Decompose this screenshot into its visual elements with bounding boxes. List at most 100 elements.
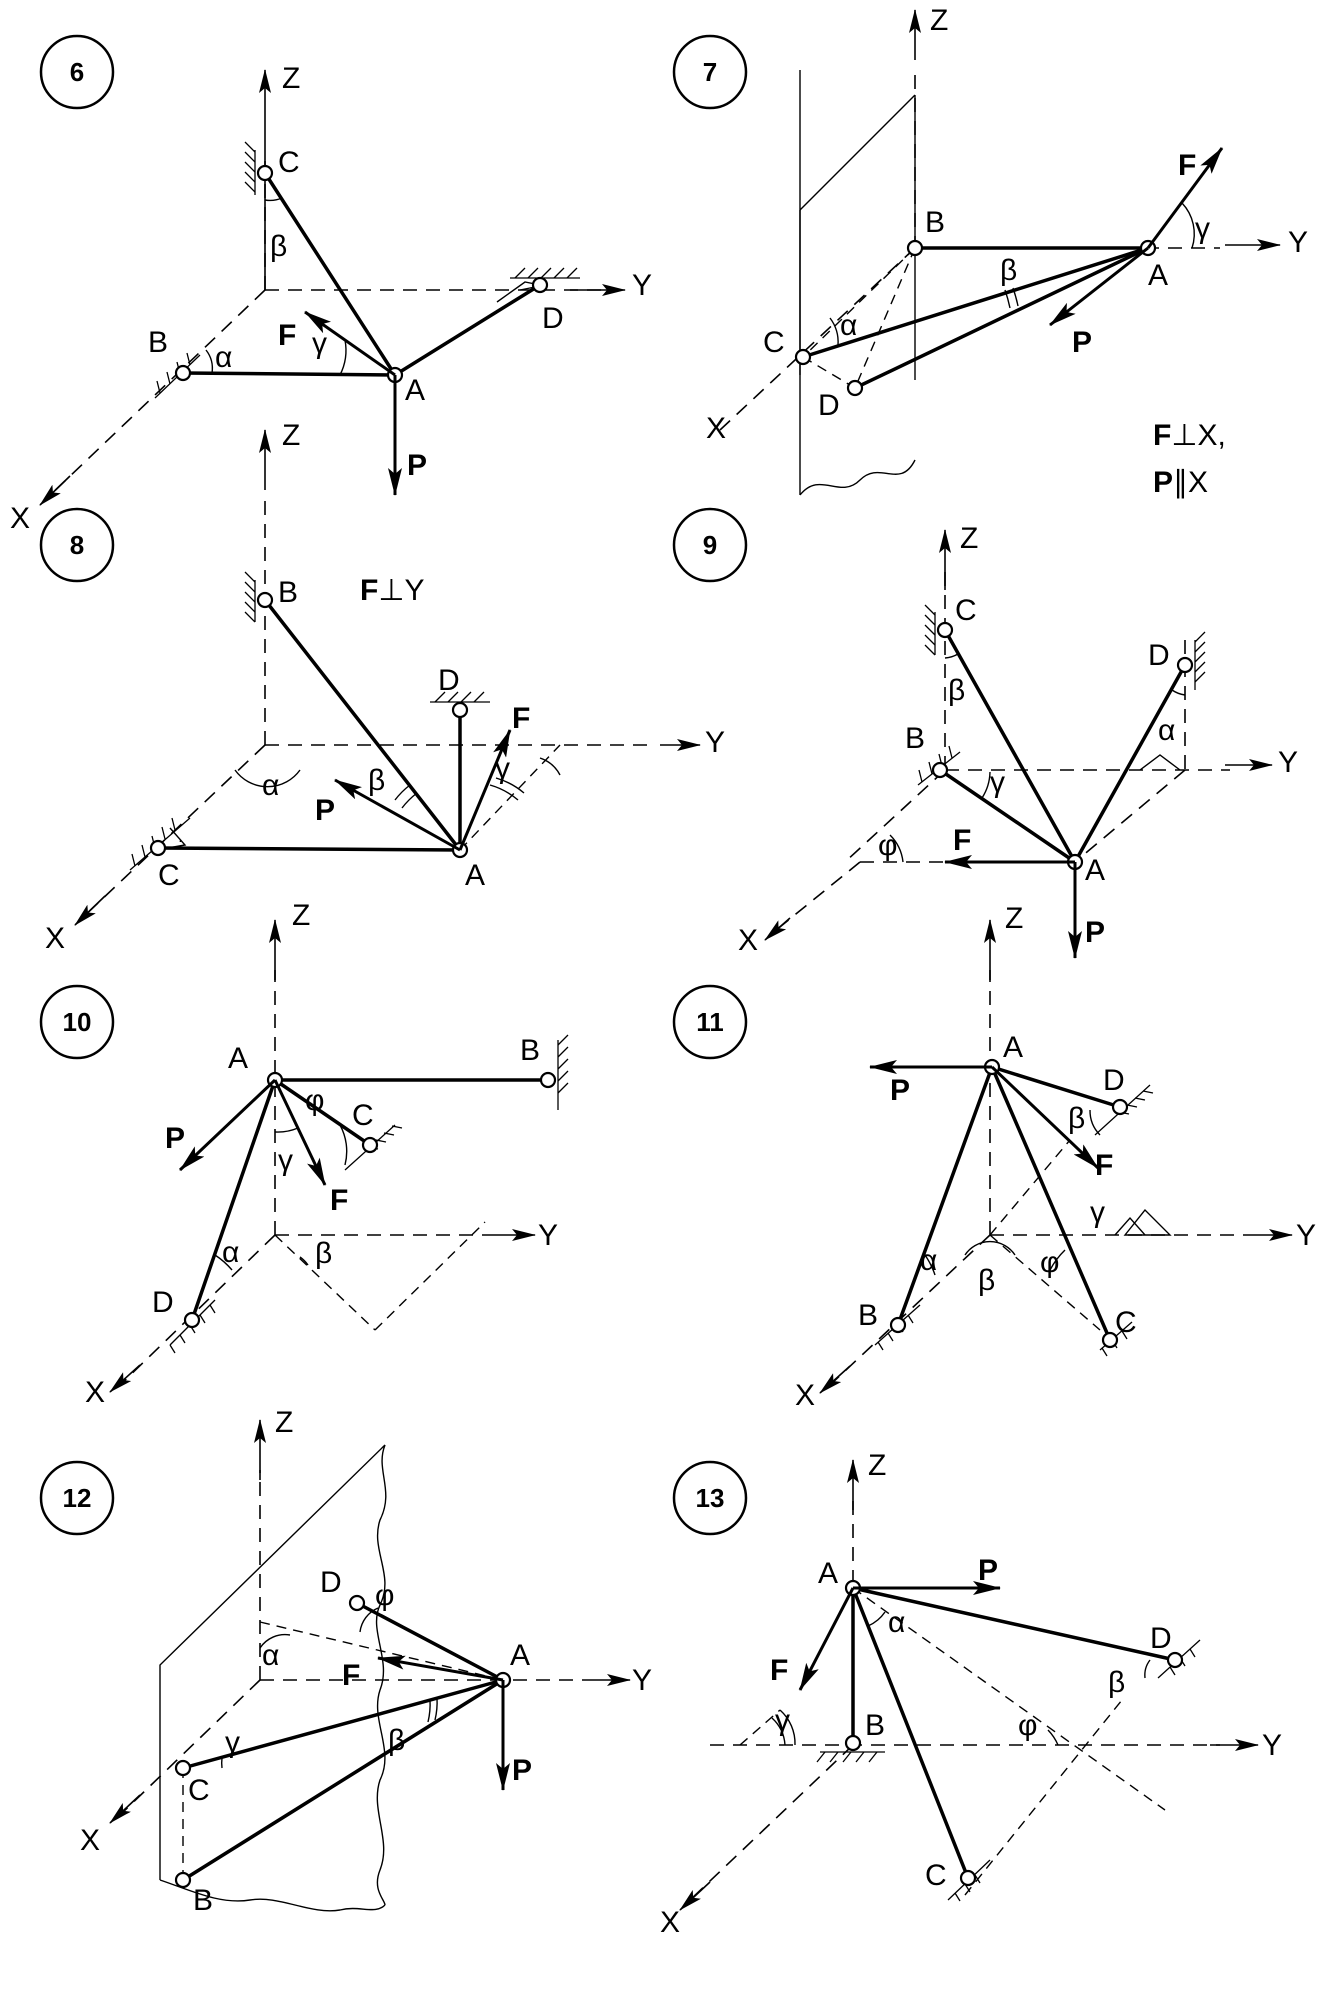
c-right-angle-dot: · — [178, 832, 183, 848]
gamma-arc-1 — [489, 784, 519, 801]
force-p-label: P — [1085, 916, 1105, 949]
point-b-label: B — [925, 206, 945, 239]
d-hatching — [169, 1304, 216, 1354]
y-axis-label: Y — [632, 1664, 652, 1697]
point-a-label: A — [1003, 1031, 1023, 1064]
gamma-label: γ — [312, 327, 327, 360]
rod-ac — [181, 1678, 505, 1770]
x-axis — [119, 1234, 276, 1386]
point-b-label: B — [148, 326, 168, 359]
joint-c — [1101, 1331, 1119, 1349]
point-c-label: C — [158, 859, 180, 892]
b-hatching — [877, 1314, 914, 1351]
rod-ab — [181, 371, 397, 377]
figure-number-circle — [39, 984, 115, 1060]
point-a-label: A — [1148, 259, 1168, 292]
x-axis-arrow — [764, 917, 791, 941]
a-to-y-dashed — [459, 744, 561, 851]
beta-arc-1 — [394, 784, 411, 801]
alpha-arc — [214, 1254, 233, 1271]
figure-number: 11 — [696, 1007, 724, 1037]
force-f-label: F — [278, 319, 296, 352]
point-a-label: A — [818, 1557, 838, 1590]
rod-ac — [801, 246, 1150, 359]
point-d-label: D — [542, 302, 564, 335]
rod-ad — [355, 1601, 505, 1682]
force-p-label: P — [1072, 326, 1092, 359]
force-p-label: P — [165, 1122, 185, 1155]
proj-dash-1 — [259, 1621, 504, 1681]
figure-number-circle — [672, 34, 748, 110]
joint-b — [174, 364, 192, 382]
figure-number: 7 — [703, 57, 717, 87]
point-c-label: C — [1115, 1306, 1137, 1339]
joint-d — [451, 701, 469, 719]
alpha-label: α — [262, 769, 279, 802]
point-b-label: B — [858, 1299, 878, 1332]
rod-ad — [853, 246, 1150, 390]
alpha-arc — [1171, 689, 1186, 696]
rod-ac — [273, 1078, 372, 1147]
joint-b — [844, 1734, 862, 1752]
figure-number: 10 — [63, 1007, 92, 1037]
force-p — [1049, 246, 1149, 327]
c-hatching — [924, 604, 936, 656]
figure-number-circle — [672, 507, 748, 583]
beta-arc — [944, 653, 959, 659]
beta-arc-2 — [434, 1697, 438, 1721]
point-c-label: C — [925, 1859, 947, 1892]
force-p-label: P — [315, 794, 335, 827]
alpha-arc — [234, 769, 301, 788]
alpha-arc — [829, 317, 839, 346]
alpha-label: α — [215, 341, 232, 374]
figure-9: 9 Z Y X C β D α — [672, 507, 1298, 959]
y-axis-label: Y — [632, 269, 652, 302]
figure-11: 11 Z Y X P A D β — [672, 902, 1316, 1412]
figure-6: 6 Z Y X C β B α F γ A — [10, 34, 652, 535]
joint-b — [906, 239, 924, 257]
z-axis-label: Z — [282, 419, 300, 452]
x-axis-label: X — [10, 502, 30, 535]
joint-b — [931, 761, 949, 779]
alpha-label: α — [222, 1236, 239, 1269]
force-p-label: P — [407, 449, 427, 482]
phi-label: φ — [878, 829, 897, 862]
phi-arc — [1049, 1249, 1066, 1271]
beta-arc — [264, 197, 283, 202]
point-b-label: B — [520, 1034, 540, 1067]
figure-number-circle — [672, 984, 748, 1060]
point-c-label: C — [763, 326, 785, 359]
rod-ad — [990, 1065, 1122, 1109]
y-axis-label: Y — [705, 726, 725, 759]
beta-arc — [299, 1256, 309, 1266]
x-axis-label: X — [85, 1376, 105, 1409]
axis-dashed-y-proj — [1074, 769, 1186, 863]
joint-c — [256, 164, 274, 182]
joint-b — [256, 591, 274, 609]
x-axis — [44, 289, 266, 501]
gamma-label: γ — [775, 1704, 790, 1737]
rod-ac — [263, 171, 397, 377]
point-c-label: C — [188, 1774, 210, 1807]
force-f — [990, 1065, 1100, 1170]
joint-b — [539, 1071, 557, 1089]
plane-left-edge — [159, 1444, 386, 1880]
gamma-triangle — [1123, 1208, 1172, 1236]
gamma-base-dash — [739, 1709, 781, 1746]
condition-f-perp-x: F⊥X, — [1153, 419, 1226, 452]
gamma-label: γ — [990, 766, 1005, 799]
point-c-label: C — [352, 1099, 374, 1132]
proj-dash-ad — [852, 1587, 1166, 1811]
point-b-label: B — [905, 722, 925, 755]
beta-label: β — [270, 230, 287, 263]
beta-arc — [1144, 1659, 1151, 1679]
gamma-arc — [1181, 202, 1195, 249]
rod-ab — [181, 1678, 505, 1882]
condition-f-perp-y: F⊥Y — [360, 574, 424, 607]
joint-d — [1111, 1098, 1129, 1116]
beta-arc — [964, 1240, 1016, 1256]
force-f-label: F — [1095, 1149, 1113, 1182]
point-d-label: D — [1150, 1622, 1172, 1655]
joint-c — [794, 348, 812, 366]
